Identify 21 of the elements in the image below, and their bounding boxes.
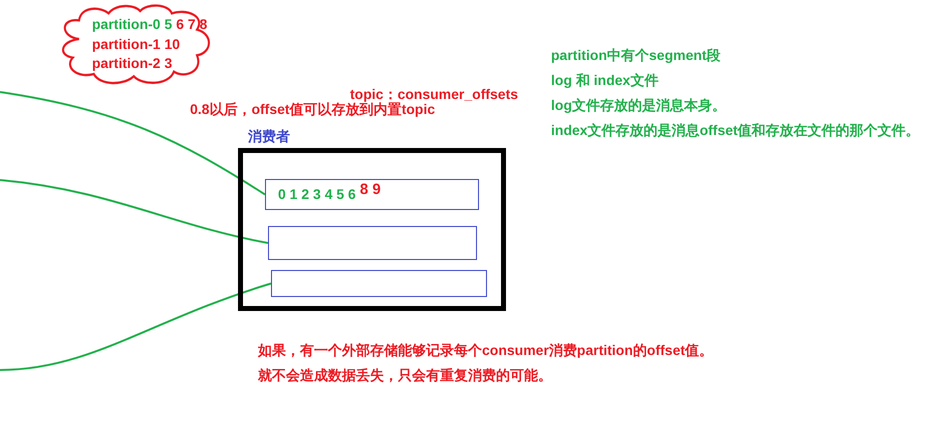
note-text: 如果，有一个外部存储能够记录每个consumer消费partition的offset值。 <box>258 341 714 360</box>
connector-curve <box>0 91 266 196</box>
empty-partition-box <box>271 270 487 297</box>
group-heading: 消费者 <box>248 127 290 146</box>
note-text: index文件存放的是消息offset值和存放在文件的那个文件。 <box>551 121 920 140</box>
connector-curve <box>0 179 268 244</box>
note-text: partition中有个segment段 <box>551 46 721 65</box>
empty-partition-box <box>268 226 477 260</box>
partition-text: partition-1 10 <box>92 35 180 54</box>
partition-text: partition-2 3 <box>92 54 172 73</box>
partition-box <box>265 179 479 210</box>
offset-numbers: 0 1 2 3 4 5 6 <box>278 185 356 204</box>
new-offset-numbers: 8 9 <box>360 180 381 200</box>
note-text: log文件存放的是消息本身。 <box>551 96 726 115</box>
connector-curve <box>0 282 272 371</box>
note-text: 0.8以后，offset值可以存放到内置topic <box>190 101 436 119</box>
note-text: log 和 index文件 <box>551 71 658 90</box>
offset-numbers: 6 7 8 <box>176 15 208 34</box>
partition-text: partition-0 5 <box>92 15 172 34</box>
note-text: 就不会造成数据丢失，只会有重复消费的可能。 <box>258 366 552 385</box>
note-text: topic：consumer_offsets <box>350 85 518 102</box>
